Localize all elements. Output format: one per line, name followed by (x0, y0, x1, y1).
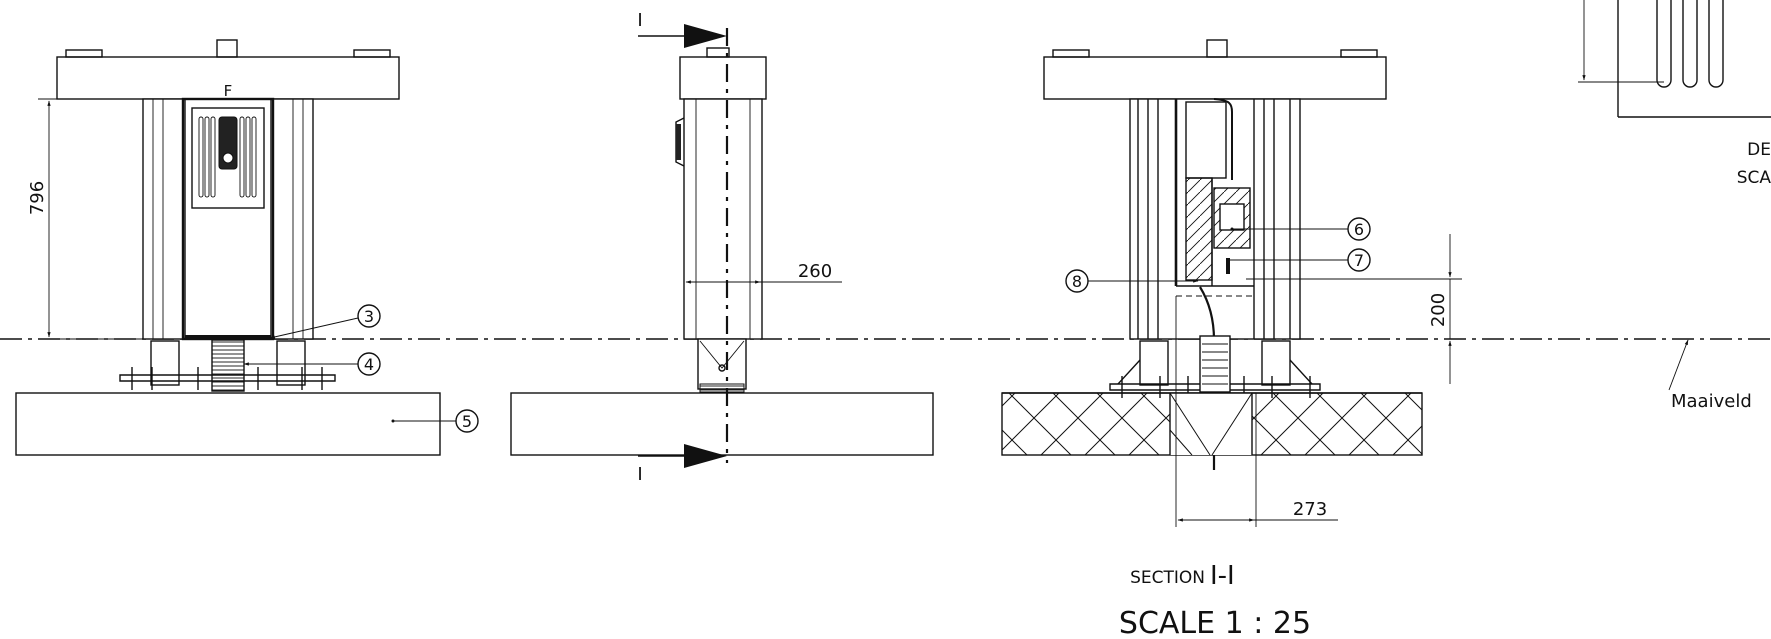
callout-6 (1232, 217, 1371, 241)
section-title-small: SECTION (1130, 568, 1205, 588)
section-marker-bottom: I (637, 464, 642, 485)
callout-6-label: 6 (1354, 220, 1364, 239)
section-view (1001, 39, 1423, 470)
section-marker-top: I (637, 10, 642, 31)
front-letter-label: F (224, 82, 233, 100)
dimension-front-height (38, 98, 143, 340)
callout-3-label: 3 (364, 307, 374, 326)
dimension-section-width (1175, 296, 1338, 527)
dimension-section-height (1246, 234, 1462, 384)
side-view (510, 47, 934, 456)
callout-4 (243, 352, 381, 376)
callout-5 (393, 409, 479, 433)
callout-8 (1065, 269, 1199, 293)
dimension-section-width-value: 273 (1293, 499, 1327, 520)
section-cut-line (638, 24, 729, 468)
dimension-side-width-value: 260 (798, 261, 832, 282)
ground-level-label: Maaiveld (1671, 391, 1752, 412)
callout-7-label: 7 (1354, 251, 1364, 270)
dimension-section-height-value: 200 (1428, 293, 1449, 327)
callout-5-label: 5 (462, 412, 472, 431)
callout-7 (1230, 248, 1371, 272)
callout-3 (269, 304, 381, 339)
callout-8-label: 8 (1072, 272, 1082, 291)
section-scale: SCALE 1 : 25 (1119, 606, 1311, 639)
front-vents (198, 116, 257, 198)
detail-label-1: DE (1747, 140, 1771, 160)
detail-view (1578, 0, 1771, 391)
callout-4-label: 4 (364, 355, 374, 374)
dimension-front-height-value: 796 (27, 181, 48, 215)
front-view (15, 39, 441, 456)
detail-label-2: SCA (1737, 168, 1771, 188)
section-title-big: I-I (1210, 561, 1235, 591)
